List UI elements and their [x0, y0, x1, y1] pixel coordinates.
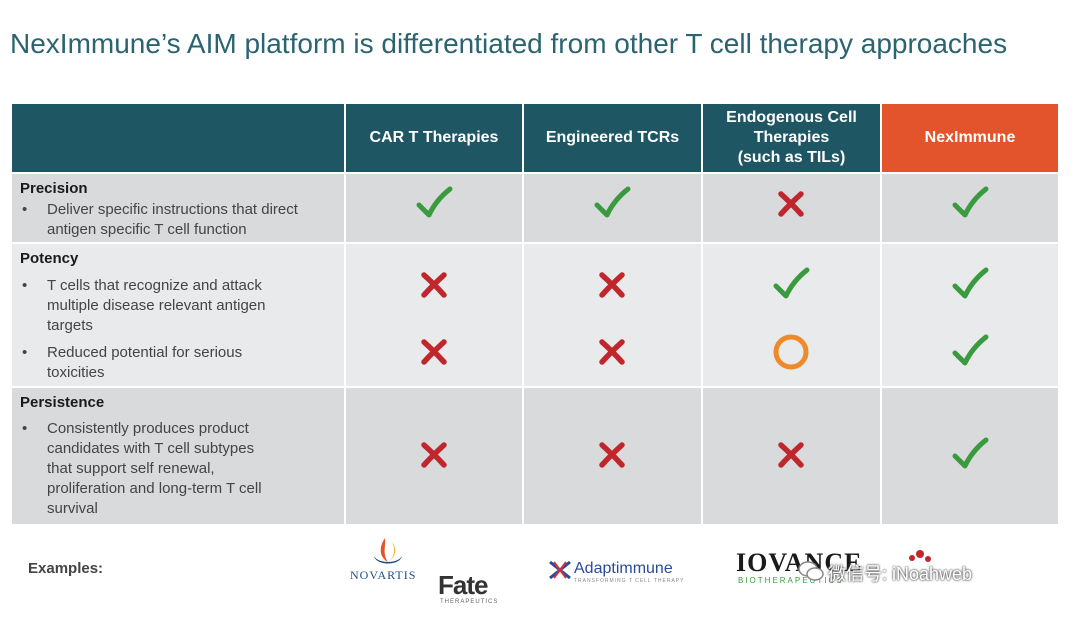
cross-mark-icon — [592, 332, 632, 372]
divider — [12, 242, 1058, 244]
divider — [880, 104, 882, 524]
page-title: NexImmune’s AIM platform is differentiat… — [10, 28, 1008, 59]
bullet-line: targets — [47, 317, 93, 334]
iovance-subtitle: BIOTHERAPEUTICS — [738, 576, 844, 585]
fate-wordmark: Fate — [438, 570, 488, 600]
header-endogenous-line2: Therapies — [753, 129, 830, 146]
bullet-line: T cells that recognize and attack — [47, 277, 262, 294]
adaptimmune-wordmark: Adaptimmune — [574, 560, 673, 577]
header-neximmune: NexImmune — [882, 104, 1058, 172]
iovance-logo: IOVANCE BIOTHERAPEUTICS — [736, 548, 866, 588]
bullet-line: Reduced potential for serious — [47, 344, 243, 361]
divider — [344, 104, 346, 524]
bullet-line: proliferation and long-term T cell — [47, 480, 262, 497]
red-dots-icon — [909, 550, 931, 562]
check-mark-icon — [950, 265, 990, 305]
novartis-wordmark: NOVARTIS — [350, 568, 417, 582]
bullet-dot: • — [22, 344, 28, 361]
bullet-dot: • — [22, 201, 28, 218]
header-engineered-tcrs: Engineered TCRs — [524, 104, 701, 172]
watermark: 微信号: iNoahweb — [798, 550, 1058, 588]
bullet-dot: • — [22, 277, 28, 294]
check-mark-icon — [950, 435, 990, 475]
header-car-t: CAR T Therapies — [346, 104, 522, 172]
examples-label: Examples: — [28, 560, 104, 577]
row-potency — [12, 244, 1058, 386]
cross-mark-icon — [592, 265, 632, 305]
divider — [701, 104, 703, 524]
divider — [522, 104, 524, 524]
bullet-line: survival — [47, 500, 98, 517]
cross-mark-icon — [771, 184, 811, 224]
bullet-dot: • — [22, 420, 28, 437]
header-endogenous: Endogenous Cell Therapies (such as TILs) — [703, 104, 880, 172]
fate-subtitle: THERAPEUTICS — [440, 599, 499, 605]
cross-mark-icon — [592, 435, 632, 475]
novartis-flame-icon — [374, 538, 402, 564]
cross-mark-icon — [414, 332, 454, 372]
bullet-line: that support self renewal, — [47, 460, 215, 477]
adaptimmune-x-icon — [549, 560, 571, 580]
novartis-logo: NOVARTIS — [348, 534, 428, 584]
circle-mark-icon — [771, 332, 811, 372]
check-mark-icon — [950, 332, 990, 372]
bullet-line: multiple disease relevant antigen — [47, 297, 266, 314]
wechat-icon — [798, 561, 824, 581]
bullet-line: candidates with T cell subtypes — [47, 440, 255, 457]
check-mark-icon — [592, 184, 632, 224]
bullet-line: Consistently produces product — [47, 420, 249, 437]
cross-mark-icon — [414, 265, 454, 305]
header-endogenous-line1: Endogenous Cell — [726, 109, 857, 126]
header-endogenous-line3: (such as TILs) — [737, 149, 846, 166]
check-mark-icon — [414, 184, 454, 224]
cross-mark-icon — [414, 435, 454, 475]
fate-logo: Fate THERAPEUTICS — [438, 570, 508, 610]
bullet-line: toxicities — [47, 364, 105, 381]
check-mark-icon — [771, 265, 811, 305]
row-title-precision: Precision — [20, 180, 88, 197]
header-empty-cell — [12, 104, 344, 172]
row-title-potency: Potency — [20, 250, 79, 267]
bullet-line: antigen specific T cell function — [47, 221, 247, 238]
bullet-line: Deliver specific instructions that direc… — [47, 201, 298, 218]
divider — [12, 172, 1058, 174]
row-title-persistence: Persistence — [20, 394, 105, 411]
adaptimmune-subtitle: TRANSFORMING T CELL THERAPY — [574, 578, 685, 584]
cross-mark-icon — [771, 435, 811, 475]
divider — [12, 386, 1058, 388]
check-mark-icon — [950, 184, 990, 224]
row-persistence — [12, 388, 1058, 524]
adaptimmune-logo: Adaptimmune TRANSFORMING T CELL THERAPY — [548, 558, 683, 588]
watermark-text: 微信号: iNoahweb — [828, 564, 973, 584]
iovance-wordmark: IOVANCE — [736, 548, 863, 577]
row-precision — [12, 174, 1058, 242]
